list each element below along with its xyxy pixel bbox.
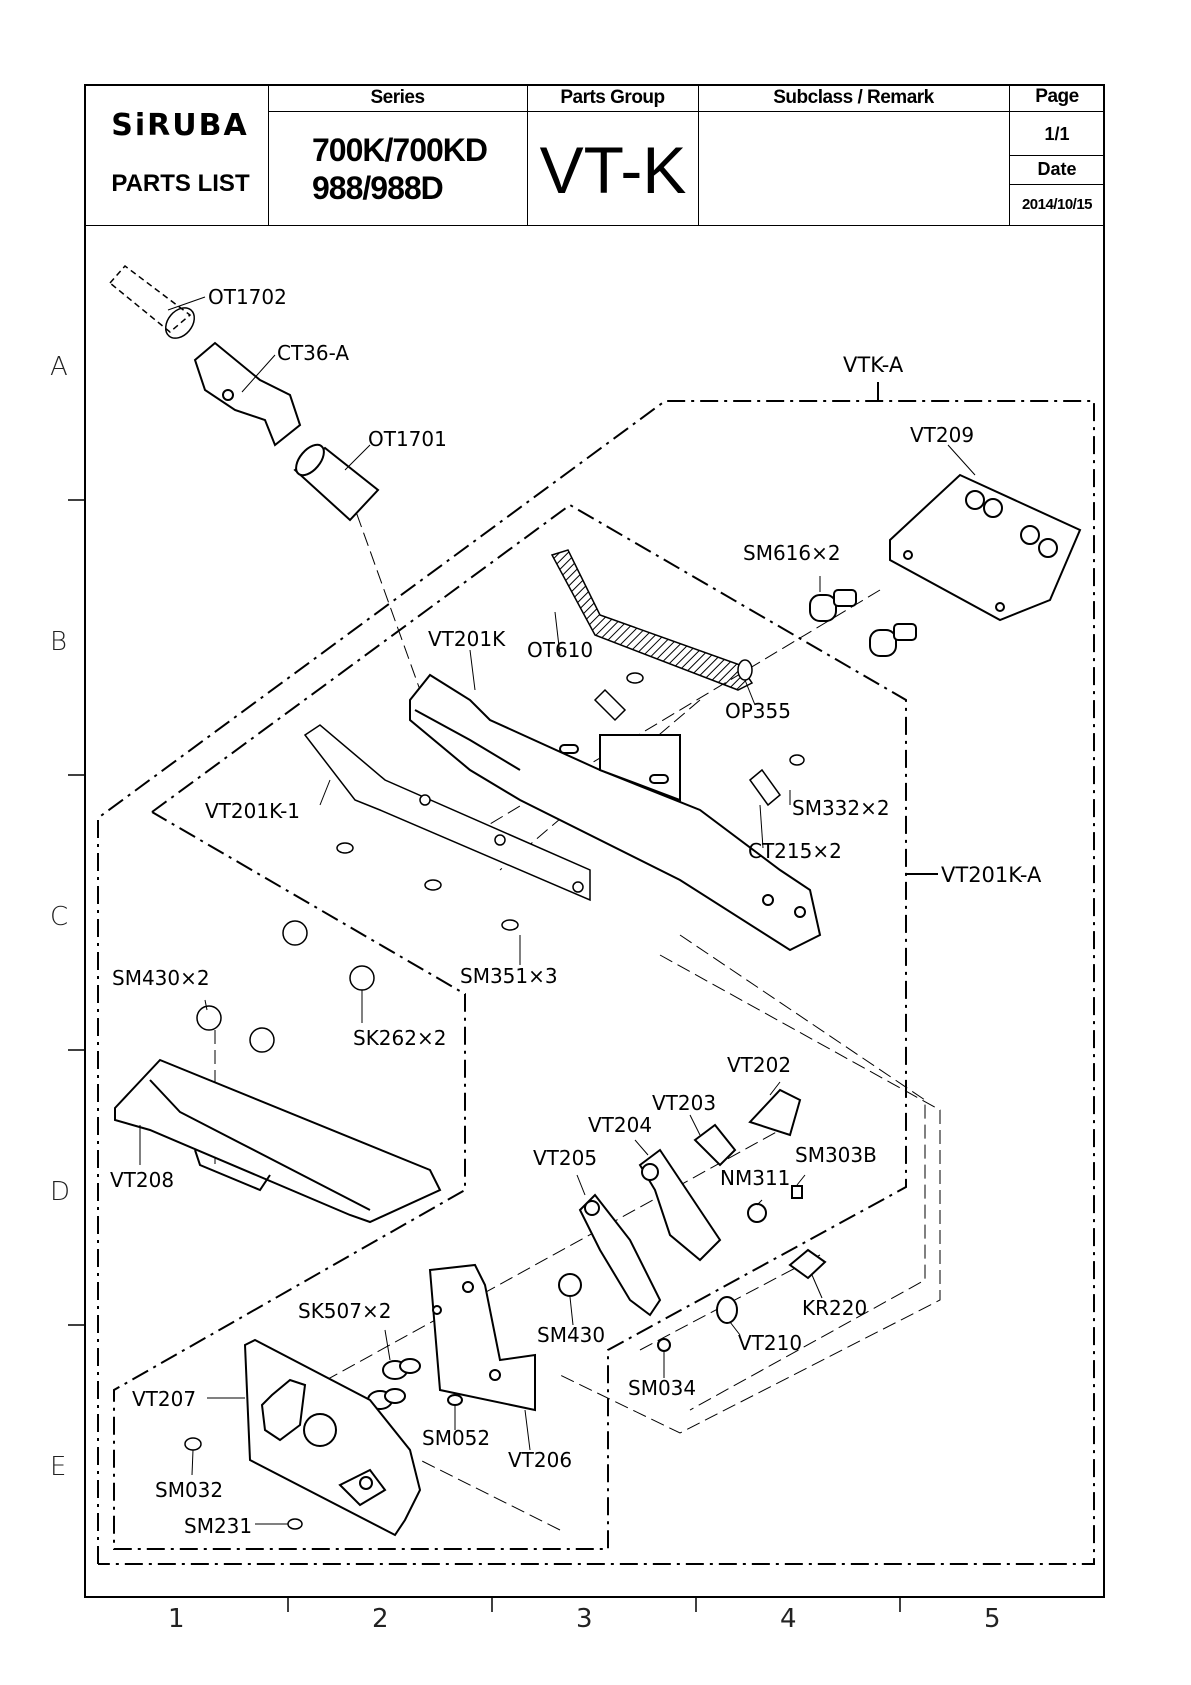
header-divider-1 — [268, 84, 269, 226]
label-ot1701: OT1701 — [368, 427, 447, 451]
ot610-part — [550, 549, 754, 691]
parts-group-value: VT-K — [539, 133, 687, 207]
date-label: Date — [1037, 159, 1077, 179]
col-label-5: 5 — [984, 1604, 1001, 1634]
col-label-2: 2 — [372, 1604, 389, 1634]
date-value: 2014/10/15 — [1021, 196, 1093, 213]
row-label-b: B — [50, 627, 68, 657]
linkage-parts — [558, 1088, 827, 1352]
header-divider-3 — [698, 84, 699, 226]
label-vt201k-1: VT201K-1 — [205, 799, 300, 823]
label-sm032: SM032 — [155, 1478, 223, 1502]
label-sm034: SM034 — [628, 1376, 696, 1400]
ct36-a-part — [193, 341, 302, 447]
series-label: Series — [370, 87, 425, 108]
label-vtk-a: VTK-A — [843, 353, 904, 377]
grid-ticks — [68, 499, 901, 1612]
col-label-1: 1 — [168, 1604, 185, 1634]
label-sk507: SK507×2 — [298, 1299, 391, 1323]
small-screws — [196, 672, 805, 1053]
label-sm430x2: SM430×2 — [112, 966, 210, 990]
label-vt203: VT203 — [652, 1091, 716, 1115]
label-ot1702: OT1702 — [208, 285, 287, 309]
sk507-screws — [367, 1358, 463, 1410]
label-sm231: SM231 — [184, 1514, 252, 1538]
ct215-clamps — [593, 688, 782, 807]
label-sm430: SM430 — [537, 1323, 605, 1347]
label-ct215: CT215×2 — [748, 839, 842, 863]
label-vt201k: VT201K — [428, 627, 506, 651]
page-value: 1/1 — [1044, 124, 1070, 144]
series-line-1: 700K/700KD — [312, 132, 488, 168]
row-label-d: D — [50, 1177, 71, 1207]
series-line-2: 988/988D — [312, 170, 444, 206]
label-sm616: SM616×2 — [743, 541, 841, 565]
ot1701-part — [293, 443, 380, 522]
label-sm303b: SM303B — [795, 1143, 877, 1167]
label-sk262: SK262×2 — [353, 1026, 446, 1050]
col-label-3: 3 — [576, 1604, 593, 1634]
label-kr220: KR220 — [802, 1296, 867, 1320]
vt201k-part — [409, 673, 822, 952]
col-label-4: 4 — [780, 1604, 797, 1634]
date-value-divider — [1009, 184, 1105, 185]
label-vt207: VT207 — [132, 1387, 196, 1411]
header-divider-2 — [527, 84, 528, 226]
doc-type: PARTS LIST — [111, 170, 250, 197]
label-sm052: SM052 — [422, 1426, 490, 1450]
row-label-c: C — [50, 902, 69, 932]
label-vt202: VT202 — [727, 1053, 791, 1077]
vt209-part — [889, 473, 1082, 622]
label-sm332: SM332×2 — [792, 796, 890, 820]
label-ot610: OT610 — [527, 638, 593, 662]
sm616-screws — [809, 589, 917, 657]
label-vt208: VT208 — [110, 1168, 174, 1192]
vt206-part — [428, 1263, 536, 1412]
sheet-frame — [84, 84, 1105, 1598]
label-vt204: VT204 — [588, 1113, 652, 1137]
label-vt205: VT205 — [533, 1146, 597, 1170]
label-vt206: VT206 — [508, 1448, 572, 1472]
row-label-a: A — [50, 352, 68, 382]
label-nm311: NM311 — [720, 1166, 790, 1190]
page-label: Page — [1035, 86, 1079, 107]
vt208-part — [114, 1058, 442, 1224]
vtk-a-boundary — [97, 400, 1095, 1565]
label-vt210: VT210 — [738, 1331, 802, 1355]
page-date-divider — [1009, 155, 1105, 156]
row-label-e: E — [50, 1452, 67, 1482]
label-ct36-a: CT36-A — [277, 341, 349, 365]
label-sm351: SM351×3 — [460, 964, 558, 988]
header-bottom-line — [84, 225, 1105, 226]
label-op355: OP355 — [725, 699, 791, 723]
parts-group-label: Parts Group — [560, 87, 665, 108]
brand-logo: SiRUBA — [111, 108, 249, 143]
vt201k-1-part — [303, 724, 591, 902]
label-vt201k-a: VT201K-A — [941, 863, 1042, 887]
ot1702-part — [108, 264, 196, 339]
label-vt209: VT209 — [910, 423, 974, 447]
leader-lines — [139, 296, 976, 1525]
header-label-line — [268, 111, 1105, 112]
subclass-label: Subclass / Remark — [773, 87, 934, 108]
vt207-part — [243, 1338, 422, 1537]
